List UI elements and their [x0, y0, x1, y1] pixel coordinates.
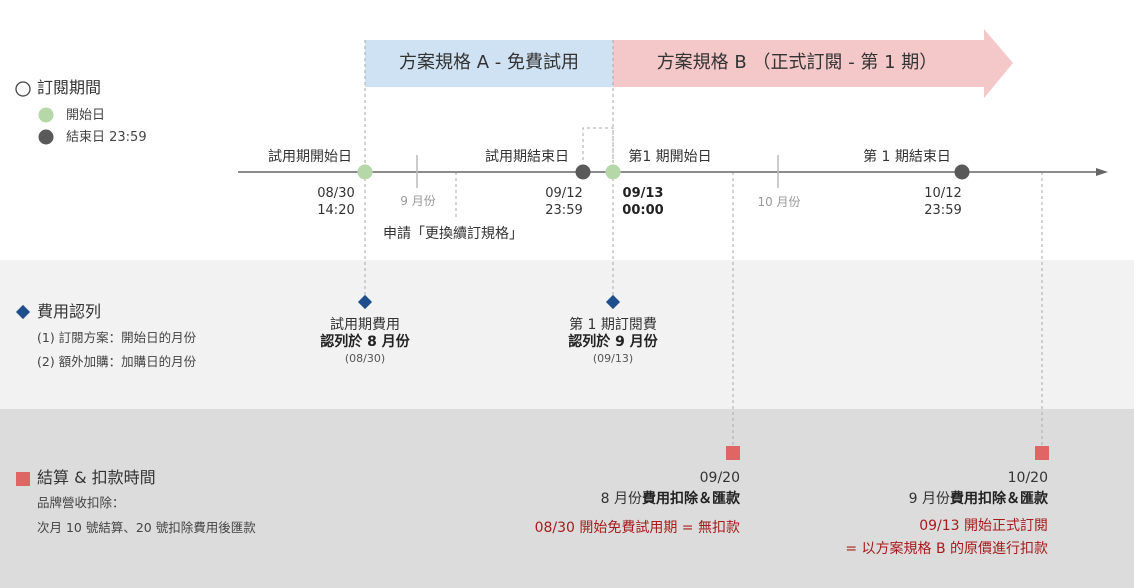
sep-settle-action: 費用扣除＆匯款: [642, 491, 740, 507]
trial-start-dot: [357, 164, 373, 180]
trial-start-date: 08/30: [317, 186, 355, 201]
trial-fee-label: 試用期費用: [330, 317, 400, 333]
trial-start-label: 試用期開始日: [268, 149, 352, 165]
settlement-note-2: 次月 10 號結算、20 號扣除費用後匯款: [37, 520, 256, 535]
month-sep-label: 9 月份: [400, 194, 436, 208]
oct-settle-month: 9 月份: [908, 491, 950, 507]
sep-settle-date: 09/20: [699, 470, 740, 486]
sep-settle-note: 08/30 開始免費試用期 = 無扣款: [534, 520, 740, 536]
revenue-title: 費用認列: [37, 302, 102, 321]
period1-start-date: 09/13: [622, 186, 664, 201]
trial-end-dot: [575, 164, 591, 180]
revenue-band: [0, 260, 1134, 409]
apply-change-label: 申請「更換續訂規格」: [383, 226, 523, 242]
settlement-band: [0, 409, 1134, 588]
month-oct-label: 10 月份: [757, 195, 801, 209]
settlement-title: 結算 & 扣款時間: [37, 468, 156, 487]
oct-settle-note-2: = 以方案規格 B 的原價進行扣款: [845, 541, 1048, 557]
oct-settle-date: 10/20: [1007, 470, 1048, 486]
legend-end-label: 結束日 23:59: [66, 130, 147, 145]
subscription-legend-title: 訂閱期間: [37, 78, 102, 97]
revenue-rule-2: (2) 額外加購：加購日的月份: [37, 354, 197, 369]
revenue-rule-1: (1) 訂閱方案：開始日的月份: [37, 330, 197, 345]
legend-start-dot-icon: [38, 107, 54, 123]
trial-start-time: 14:20: [317, 203, 355, 218]
period1-fee-recognized-date: (09/13): [592, 352, 634, 365]
period1-fee-recognized: 認列於 9 月份: [568, 334, 658, 350]
trial-end-label: 試用期結束日: [485, 149, 569, 165]
plan-b-label: 方案規格 B （正式訂閱 - 第 1 期）: [656, 52, 938, 73]
period1-end-time: 23:59: [924, 203, 962, 218]
period1-fee-label: 第 1 期訂閱費: [569, 317, 657, 333]
timeline-arrowhead: [1096, 168, 1108, 176]
sep-settle-line: 8 月份費用扣除＆匯款: [601, 492, 740, 506]
plan-a-label: 方案規格 A - 免費試用: [399, 52, 579, 73]
legend-start-label: 開始日: [66, 108, 106, 123]
trial-fee-recognized-date: (08/30): [344, 352, 386, 365]
period1-start-label: 第1 期開始日: [628, 149, 712, 165]
settlement-note-1: 品牌營收扣除：: [37, 495, 125, 510]
period1-end-label: 第 1 期結束日: [863, 149, 951, 165]
day-gap-bracket: [582, 127, 614, 160]
oct-settle-note-1: 09/13 開始正式訂閱: [919, 518, 1048, 534]
legend-ring-icon: [15, 81, 31, 97]
sep-settle-month: 8 月份: [600, 491, 642, 507]
period1-end-dot: [954, 164, 970, 180]
plan-a-header: [365, 40, 613, 87]
oct-settle-line: 9 月份費用扣除＆匯款: [909, 492, 1048, 506]
period1-start-dot: [605, 164, 621, 180]
trial-end-time: 23:59: [545, 203, 583, 218]
legend-end-dot-icon: [38, 129, 54, 145]
period1-start-time: 00:00: [622, 203, 664, 218]
trial-end-date: 09/12: [545, 186, 583, 201]
oct-settle-action: 費用扣除＆匯款: [950, 491, 1048, 507]
period1-end-date: 10/12: [924, 186, 962, 201]
trial-fee-recognized: 認列於 8 月份: [320, 334, 410, 350]
